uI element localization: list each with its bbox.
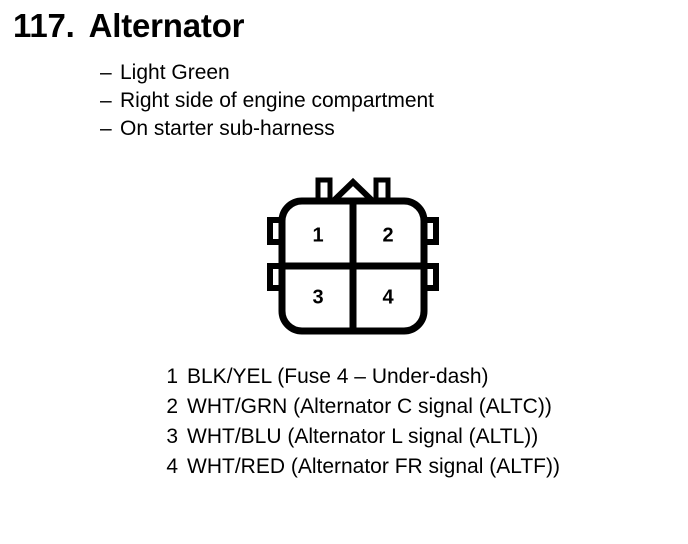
item-number: 117. [13,7,75,44]
legend-pin-number: 3 [166,425,178,448]
dash-bullet-icon: – [100,117,112,140]
title-text: Alternator [88,7,245,44]
attribute-color: Light Green [120,61,230,84]
cavity-number-4: 4 [382,286,394,308]
list-item: 4 WHT/RED (Alternator FR signal (ALTF)) [158,452,560,482]
list-item: – Light Green [100,59,434,87]
connector-side-tab-right-upper [424,217,439,245]
list-item: – On starter sub-harness [100,115,434,143]
cavity-number-2: 2 [382,224,393,246]
legend-pin-description: BLK/YEL (Fuse 4 – Under-dash) [187,365,489,388]
page-title: 117. Alternator [13,7,244,45]
dash-bullet-icon: – [100,61,112,84]
dash-bullet-icon: – [100,89,112,112]
attribute-location: Right side of engine compartment [120,89,435,112]
connector-illustration: 1 2 3 4 [267,177,439,335]
connector-side-tab-left-upper [267,217,282,245]
list-item: 2 WHT/GRN (Alternator C signal (ALTC)) [158,392,560,422]
connector-diagram: 1 2 3 4 [258,168,448,340]
attribute-harness: On starter sub-harness [120,117,335,140]
list-item: 3 WHT/BLU (Alternator L signal (ALTL)) [158,422,560,452]
legend-pin-number: 1 [166,365,178,388]
attribute-list: – Light Green – Right side of engine com… [100,59,434,143]
list-item: 1 BLK/YEL (Fuse 4 – Under-dash) [158,362,560,392]
legend-pin-number: 2 [166,395,178,418]
legend-pin-description: WHT/RED (Alternator FR signal (ALTF)) [187,455,560,478]
cavity-number-1: 1 [312,224,323,246]
legend-pin-number: 4 [166,455,178,478]
pin-legend: 1 BLK/YEL (Fuse 4 – Under-dash) 2 WHT/GR… [158,362,560,482]
list-item: – Right side of engine compartment [100,87,434,115]
legend-pin-description: WHT/BLU (Alternator L signal (ALTL)) [187,425,539,448]
connector-side-tab-left-lower [267,263,282,291]
connector-side-tab-right-lower [424,263,439,291]
cavity-number-3: 3 [312,286,323,308]
legend-pin-description: WHT/GRN (Alternator C signal (ALTC)) [187,395,552,418]
